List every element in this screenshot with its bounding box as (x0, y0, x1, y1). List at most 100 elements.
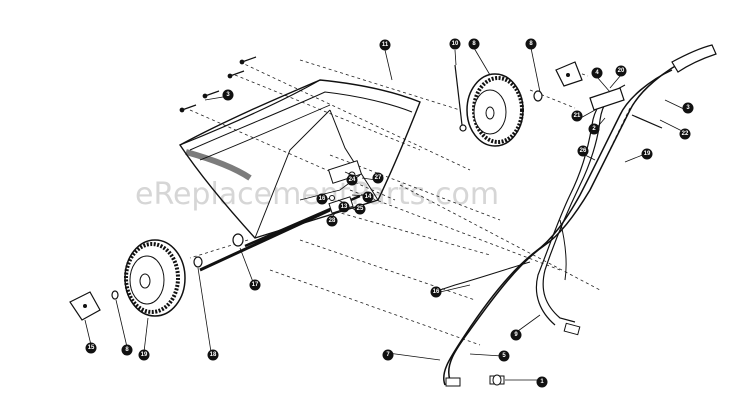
callout-c16: 13 (338, 201, 350, 213)
callout-label: 21 (574, 113, 581, 119)
callout-label: 8 (472, 41, 476, 47)
callout-c8: 2 (588, 123, 600, 135)
callout-marker (577, 145, 589, 157)
callout-c18: 28 (326, 215, 338, 227)
callout-label: 15 (88, 345, 95, 351)
callout-c10: 3 (682, 102, 694, 114)
callout-label: 16 (319, 196, 326, 202)
callout-label: 3 (686, 105, 690, 111)
callout-label: 18 (210, 352, 217, 358)
callout-c6: 20 (615, 65, 627, 77)
callout-c14: 27 (372, 172, 384, 184)
left-hub-cap (69, 291, 101, 321)
callout-marker (641, 148, 653, 160)
callout-marker (449, 38, 461, 50)
callout-marker (679, 128, 691, 140)
callout-label: 3 (226, 92, 230, 98)
callout-c21: 18 (207, 349, 219, 361)
callout-marker (591, 67, 603, 79)
callout-c3: 10 (449, 38, 461, 50)
right-wheel (454, 64, 543, 147)
callout-marker (372, 172, 384, 184)
right-hub-cap (555, 61, 583, 87)
callout-label: 8 (529, 41, 533, 47)
callout-marker (571, 110, 583, 122)
callout-marker (362, 191, 374, 203)
callout-label: 5 (502, 353, 506, 359)
callout-c17: 16 (316, 193, 328, 205)
callout-marker (536, 376, 548, 388)
callout-marker (498, 350, 510, 362)
callout-c19: 25 (354, 203, 366, 215)
callout-marker (121, 344, 133, 356)
callout-c4: 8 (468, 38, 480, 50)
callout-label: 22 (682, 131, 689, 137)
callout-label: 13 (341, 204, 348, 210)
callout-label: 19 (644, 151, 651, 157)
callout-c15: 14 (362, 191, 374, 203)
callout-marker (682, 102, 694, 114)
callout-label: 28 (329, 218, 336, 224)
callout-c26: 7 (382, 349, 394, 361)
callout-c29: 4 (591, 67, 603, 79)
callout-c5: 8 (525, 38, 537, 50)
callout-label: 17 (252, 282, 259, 288)
callout-label: 24 (349, 177, 356, 183)
callout-c13: 24 (346, 174, 358, 186)
callout-c23: 8 (121, 344, 133, 356)
callout-label: 8 (125, 347, 129, 353)
callout-marker (85, 342, 97, 354)
callout-label: 20 (618, 68, 625, 74)
callout-marker (525, 38, 537, 50)
assembly-guide-lines (189, 59, 631, 346)
callout-c11: 19 (641, 148, 653, 160)
hopper (178, 79, 421, 239)
callout-label: 25 (357, 206, 364, 212)
callout-marker (346, 174, 358, 186)
callout-marker (138, 349, 150, 361)
callout-c7: 21 (571, 110, 583, 122)
callout-marker (338, 201, 350, 213)
handle-assembly (439, 44, 717, 387)
callout-c20: 17 (249, 279, 261, 291)
callout-label: 27 (375, 175, 382, 181)
watermark: eReplacementParts.com (135, 177, 499, 212)
callout-marker (249, 279, 261, 291)
callout-label: 4 (595, 70, 599, 76)
callout-label: 26 (580, 148, 587, 154)
callout-marker (382, 349, 394, 361)
callout-marker (430, 286, 442, 298)
callout-marker (468, 38, 480, 50)
callout-marker (379, 39, 391, 51)
callout-c25: 9 (510, 329, 522, 341)
callout-marker (316, 193, 328, 205)
callout-marker (615, 65, 627, 77)
callout-marker (326, 215, 338, 227)
callout-c1: 11 (379, 39, 391, 51)
callout-label: 2 (592, 126, 596, 132)
left-wheel (111, 239, 203, 317)
callout-marker (222, 89, 234, 101)
callout-c27: 5 (498, 350, 510, 362)
callout-marker (588, 123, 600, 135)
callout-c22: 19 (138, 349, 150, 361)
callout-label: 14 (365, 194, 372, 200)
callout-label: 7 (386, 352, 390, 358)
callout-label: 9 (514, 332, 518, 338)
callout-c28: 1 (536, 376, 548, 388)
callout-marker (207, 349, 219, 361)
callout-c9: 22 (679, 128, 691, 140)
callout-c24: 15 (85, 342, 97, 354)
callout-label: 10 (452, 41, 459, 47)
screw-group (179, 56, 257, 113)
callout-label: 1 (540, 379, 544, 385)
callout-marker (354, 203, 366, 215)
callout-marker (510, 329, 522, 341)
callout-c2: 3 (222, 89, 234, 101)
callout-label: 11 (382, 42, 389, 48)
callout-label: 16 (433, 289, 440, 295)
callout-label: 19 (141, 352, 148, 358)
callout-c30: 16 (430, 286, 442, 298)
